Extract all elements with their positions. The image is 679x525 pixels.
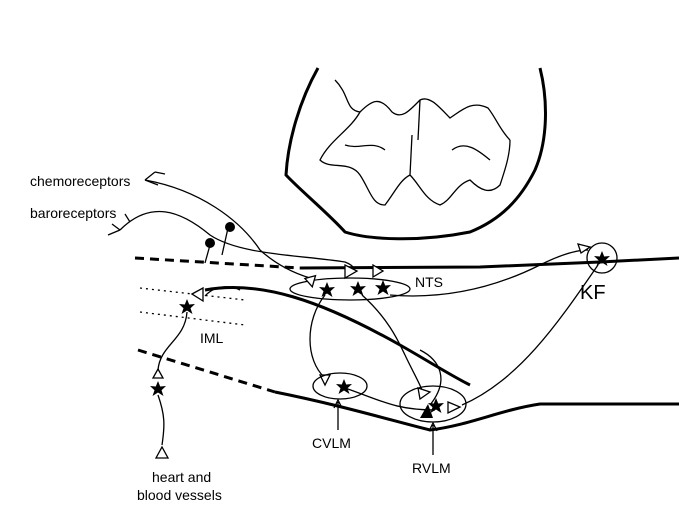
- baroreceptors-label: baroreceptors: [30, 205, 117, 221]
- chemo-ganglion-cell: [225, 222, 235, 232]
- cvlm-arrow: [333, 398, 343, 430]
- kf-to-rvlm: [461, 264, 599, 406]
- preganglionic-fiber: [157, 311, 188, 371]
- rvlm-to-iml: [419, 349, 442, 406]
- nts-neuron-icon: [319, 282, 335, 297]
- rvlm-arrow: [428, 421, 438, 455]
- iml-label: IML: [200, 330, 224, 346]
- terminal-icon: [417, 387, 432, 401]
- terminal-icon: [372, 263, 385, 279]
- rvlm-label: RVLM: [412, 460, 451, 476]
- nts-neuron-icon: [375, 280, 391, 295]
- inner-boundary: [204, 286, 471, 387]
- kf-nucleus: [586, 242, 618, 274]
- cerebellum-outline: [284, 67, 547, 241]
- rvlm-terminal-icon: [420, 404, 433, 418]
- nts-to-kf: [389, 249, 589, 297]
- cvlm-to-rvlm: [344, 387, 436, 411]
- terminal-icon: [577, 243, 592, 255]
- baro-ganglion-cell: [205, 238, 215, 248]
- chemo-stalk: [221, 227, 229, 256]
- chemoreceptor-endings: [144, 171, 166, 186]
- postganglionic-fiber: [157, 394, 165, 446]
- terminal-icon: [303, 274, 317, 289]
- baro-stalk: [204, 244, 211, 264]
- terminal-icon: [154, 445, 170, 459]
- terminal-icon: [447, 401, 462, 415]
- baroreceptor-endings: [107, 213, 131, 236]
- dorsal-boundary: [299, 256, 679, 270]
- terminal-icon: [344, 263, 359, 280]
- dorsal-boundary-dashed: [134, 256, 301, 270]
- nts-to-rvlm: [361, 294, 423, 391]
- iml-dotted-2: [139, 311, 246, 326]
- chemoreceptors-label: chemoreceptors: [30, 173, 131, 189]
- iml-fiber: [204, 286, 241, 297]
- cerebellum-folia: [319, 79, 511, 206]
- heart-label-line2: blood vessels: [137, 487, 222, 503]
- chemoreceptor-fiber: [144, 179, 311, 279]
- ganglion-neuron-icon: [150, 381, 166, 396]
- iml-neuron-icon: [179, 299, 195, 314]
- terminal-icon: [151, 367, 165, 379]
- cvlm-neuron-icon: [336, 379, 352, 394]
- baroreceptor-fiber: [119, 210, 355, 273]
- nts-nucleus: [289, 277, 411, 301]
- terminal-icon: [190, 286, 204, 303]
- nts-neuron-icon: [350, 281, 366, 296]
- heart-label-line1: heart and: [152, 469, 212, 485]
- kf-neuron-icon: [594, 251, 610, 266]
- cvlm-nucleus: [312, 372, 368, 400]
- ventral-boundary-dashed: [137, 348, 276, 394]
- nts-label: NTS: [415, 274, 443, 290]
- nts-to-cvlm: [309, 294, 326, 379]
- kf-label: KF: [580, 282, 606, 304]
- cvlm-label: CVLM: [312, 435, 351, 451]
